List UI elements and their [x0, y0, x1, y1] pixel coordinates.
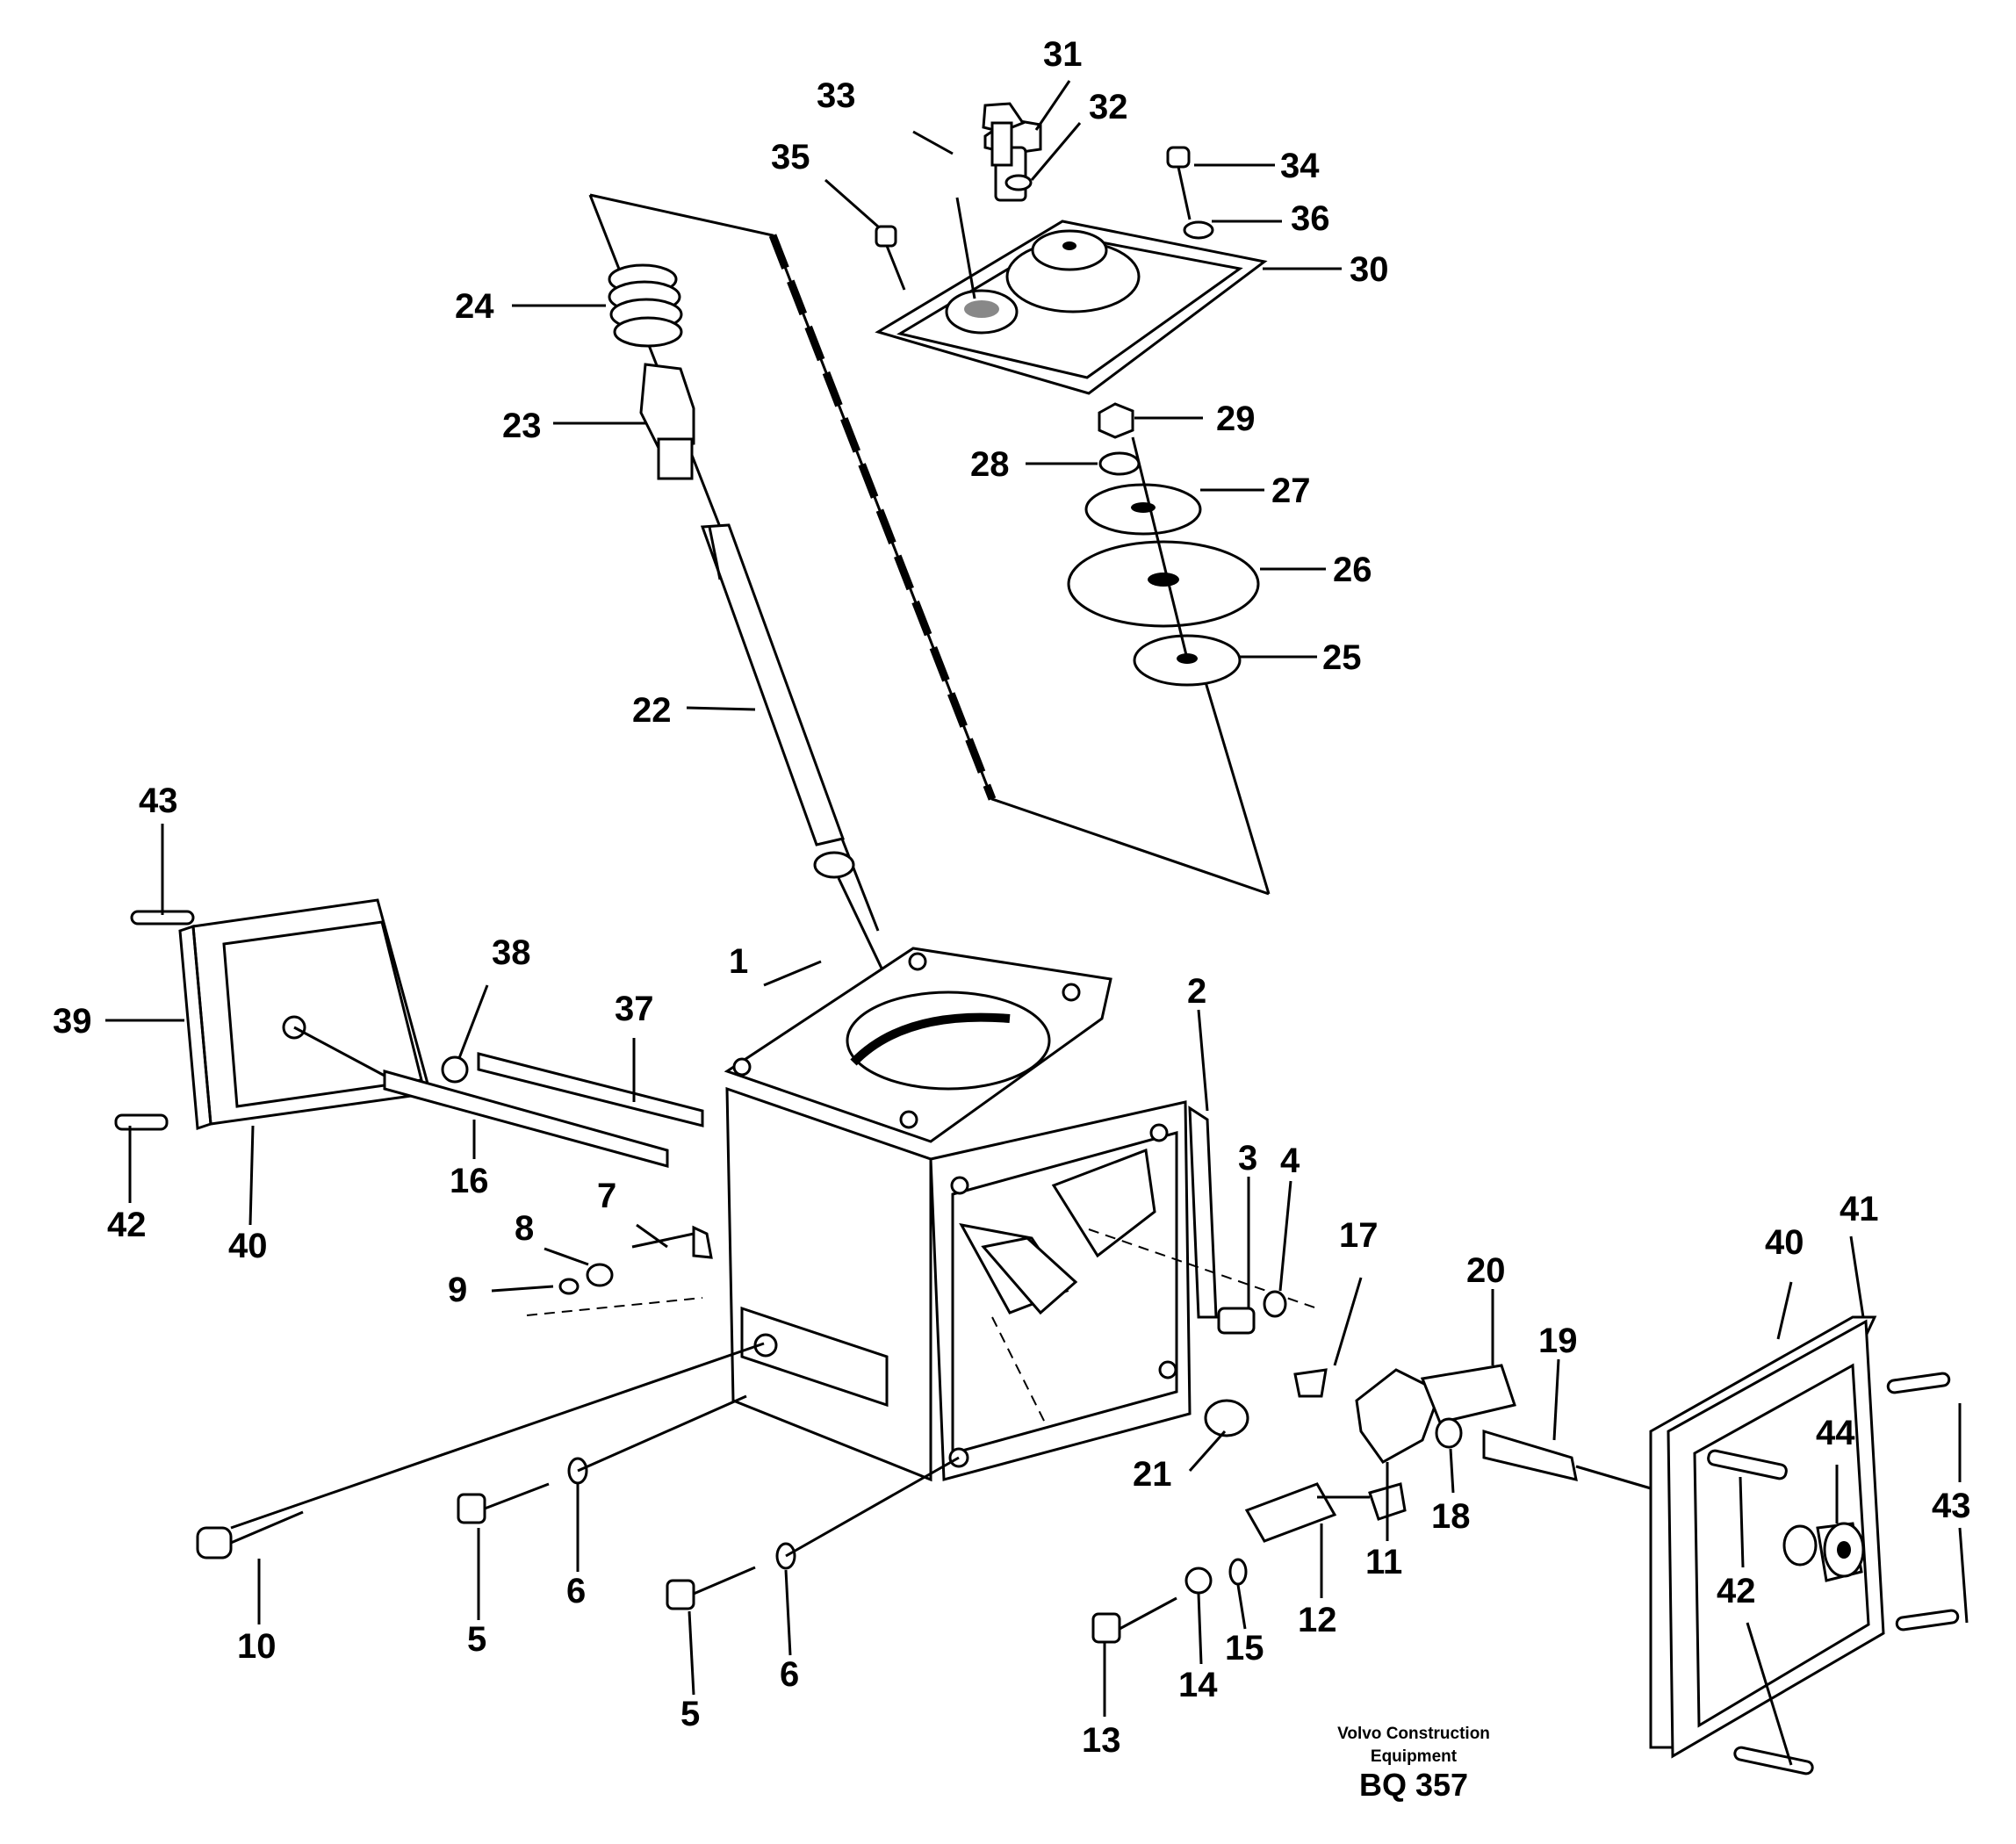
label-8: 8	[515, 1209, 534, 1248]
caption-brand: Volvo Construction Equipment	[1273, 1723, 1554, 1768]
label-22: 22	[632, 691, 672, 730]
label-40b: 40	[1765, 1223, 1804, 1262]
label-42a: 42	[107, 1206, 147, 1244]
label-11: 11	[1365, 1543, 1402, 1581]
housing-bolts	[196, 1225, 1248, 1644]
label-25: 25	[1322, 638, 1362, 677]
lever-assembly	[608, 263, 932, 1072]
label-7: 7	[597, 1177, 616, 1215]
label-44: 44	[1816, 1414, 1855, 1452]
label-39: 39	[53, 1002, 92, 1041]
label-42b: 42	[1717, 1572, 1756, 1610]
label-29: 29	[1216, 400, 1256, 438]
label-33: 33	[817, 76, 856, 115]
label-24: 24	[455, 287, 494, 326]
label-41: 41	[1840, 1190, 1879, 1228]
label-2: 2	[1187, 972, 1206, 1011]
label-30: 30	[1350, 250, 1389, 289]
label-10: 10	[237, 1627, 277, 1666]
caption-brand-line1: Volvo Construction	[1337, 1725, 1490, 1743]
label-17: 17	[1339, 1216, 1379, 1255]
label-16: 16	[450, 1162, 489, 1200]
label-12: 12	[1298, 1601, 1337, 1639]
label-14: 14	[1178, 1666, 1218, 1704]
caption-brand-line2: Equipment	[1370, 1747, 1458, 1766]
left-side-cover	[114, 898, 432, 1131]
label-40a: 40	[228, 1227, 268, 1265]
label-38: 38	[492, 933, 531, 972]
label-6b: 6	[780, 1655, 799, 1694]
label-43b: 43	[1932, 1487, 1971, 1525]
right-side-cover	[1649, 1315, 1960, 1776]
label-1: 1	[729, 942, 748, 981]
shafts	[293, 1026, 704, 1168]
washer-stack	[1067, 402, 1260, 687]
label-35: 35	[771, 138, 810, 176]
top-fasteners	[875, 102, 1214, 299]
label-3: 3	[1238, 1139, 1257, 1178]
housing-1	[526, 947, 1318, 1482]
label-37: 37	[615, 990, 654, 1028]
label-28: 28	[970, 445, 1010, 484]
label-26: 26	[1333, 551, 1372, 589]
label-13: 13	[1082, 1721, 1121, 1760]
label-23: 23	[502, 407, 542, 445]
label-9: 9	[448, 1271, 467, 1309]
label-21: 21	[1133, 1455, 1172, 1494]
label-43a: 43	[139, 782, 178, 820]
callout-labels: 1 2 3 4 5 5 6 6 7 8 9 10 11 12 13 14 15 …	[53, 35, 1971, 1766]
label-31: 31	[1043, 35, 1083, 74]
label-19: 19	[1538, 1322, 1578, 1360]
label-6a: 6	[566, 1572, 586, 1610]
detent-parts	[1204, 1290, 1652, 1543]
label-5a: 5	[467, 1620, 486, 1659]
label-5b: 5	[680, 1695, 700, 1733]
label-34: 34	[1280, 147, 1320, 185]
label-27: 27	[1271, 472, 1311, 510]
label-32: 32	[1089, 88, 1128, 126]
label-20: 20	[1466, 1251, 1506, 1290]
drawing-code: BQ 357	[1358, 1767, 1469, 1803]
label-4: 4	[1280, 1142, 1300, 1180]
label-18: 18	[1431, 1497, 1471, 1536]
label-15: 15	[1225, 1629, 1264, 1668]
label-36: 36	[1291, 199, 1330, 238]
cover-plate-30	[875, 220, 1268, 395]
